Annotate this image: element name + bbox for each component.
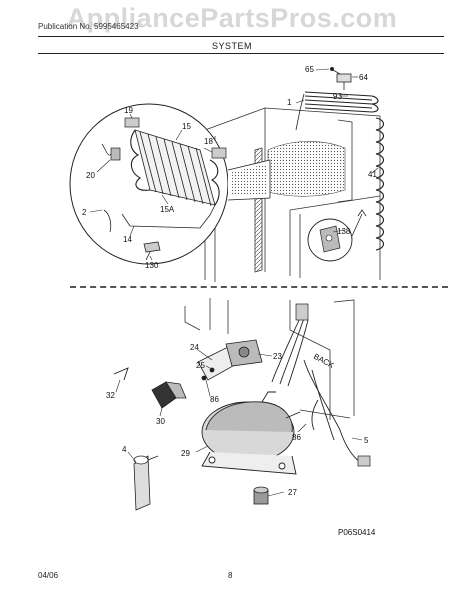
part-29-compressor — [201, 391, 301, 475]
label-25: 25 — [196, 361, 205, 370]
label-2: 2 — [82, 208, 87, 217]
label-86-upper: 86 — [210, 395, 219, 404]
footer-page-number: 8 — [228, 571, 233, 580]
part-5-plug — [357, 455, 371, 467]
label-15a: 15A — [160, 205, 175, 214]
label-27: 27 — [288, 488, 297, 497]
label-130: 130 — [145, 261, 159, 270]
label-23: 23 — [273, 352, 282, 361]
part-19 — [124, 117, 140, 128]
label-138: 138 — [337, 227, 351, 236]
label-14: 14 — [123, 235, 132, 244]
label-64: 64 — [359, 73, 368, 82]
evaporator-coil — [121, 129, 220, 229]
footer-date: 04/06 — [38, 571, 59, 580]
evaporator-shroud — [267, 141, 346, 197]
condenser-coil — [295, 91, 385, 251]
part-32 — [113, 367, 129, 381]
part-27-grommet — [253, 486, 269, 505]
label-18: 18 — [204, 137, 213, 146]
part-4-drier — [133, 455, 159, 511]
part-138-inset — [307, 209, 367, 262]
section-title: SYSTEM — [211, 41, 252, 51]
relay-assembly — [197, 339, 263, 381]
label-41: 41 — [368, 170, 377, 179]
wire-connector — [295, 303, 309, 321]
part-2 — [103, 209, 112, 233]
label-5: 5 — [364, 436, 369, 445]
part-130 — [143, 241, 161, 261]
label-86-lower: 86 — [292, 433, 301, 442]
section-divider — [70, 286, 448, 288]
label-4: 4 — [122, 445, 127, 454]
part-64 — [329, 67, 352, 90]
label-back: BACK — [312, 352, 336, 370]
label-24: 24 — [190, 343, 199, 352]
part-20 — [101, 143, 121, 161]
leader-lines-lower — [115, 349, 363, 497]
part-15a-leader — [161, 194, 169, 205]
wiring — [271, 317, 361, 463]
leader-lines-upper — [89, 68, 379, 261]
publication-number: Publication No. 5995465423 — [38, 22, 139, 31]
label-29: 29 — [181, 449, 190, 458]
label-65: 65 — [305, 65, 314, 74]
label-93: 93 — [333, 92, 342, 101]
header-rule-bottom — [38, 53, 444, 54]
label-20: 20 — [86, 171, 95, 180]
label-32: 32 — [106, 391, 115, 400]
label-19: 19 — [124, 106, 133, 115]
label-15: 15 — [182, 122, 191, 131]
label-1: 1 — [287, 98, 292, 107]
label-30: 30 — [156, 417, 165, 426]
part-30-capacitor — [151, 381, 187, 409]
diagram-code: P06S0414 — [338, 528, 376, 537]
header-rule-top — [38, 36, 444, 37]
part-18 — [211, 147, 227, 159]
